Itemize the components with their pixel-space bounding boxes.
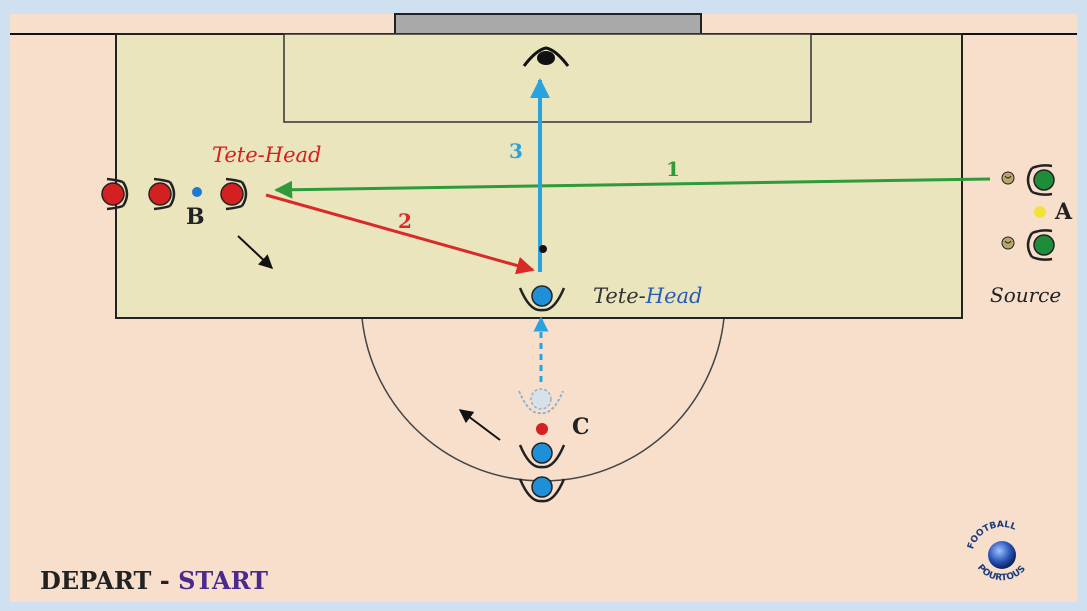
- red-head-label: Tete-Head: [212, 143, 322, 167]
- red-player-1: [101, 177, 129, 211]
- red-player-2: [148, 177, 176, 211]
- group-a-label: A: [1054, 199, 1073, 225]
- pass-arrow-1: [274, 177, 991, 199]
- blue-player-c1: [518, 442, 566, 469]
- source-label: Source: [990, 283, 1061, 307]
- movement-arrow-red: [237, 235, 274, 269]
- green-player-1: [1026, 164, 1055, 196]
- movement-arrow-blue: [458, 409, 501, 441]
- goal: [394, 13, 702, 35]
- ball-icon-a1: [1001, 171, 1015, 185]
- footer-start-label: DEPART - START: [40, 566, 268, 595]
- arrow-3-label: 3: [509, 139, 523, 163]
- red-player-3: [220, 177, 248, 211]
- ball-icon-a2: [1001, 236, 1015, 250]
- blue-player-faded: [518, 388, 564, 415]
- ball-icon: [539, 245, 547, 253]
- group-c-label: C: [572, 414, 590, 440]
- pass-arrow-2: [265, 193, 535, 275]
- cone-dot-icon-a: [1034, 206, 1046, 218]
- goalkeeper-icon: [522, 46, 570, 67]
- arrow-2-label: 2: [398, 209, 412, 233]
- cone-dot-icon-c: [536, 423, 548, 435]
- blue-player-receiver: [518, 285, 566, 312]
- green-player-2: [1026, 229, 1055, 261]
- arrow-1-label: 1: [666, 157, 680, 181]
- blue-head-label: Tete-Head: [593, 284, 703, 308]
- blue-player-c2: [518, 476, 566, 503]
- cone-dot-icon-b: [192, 187, 202, 197]
- group-b-label: B: [186, 204, 205, 230]
